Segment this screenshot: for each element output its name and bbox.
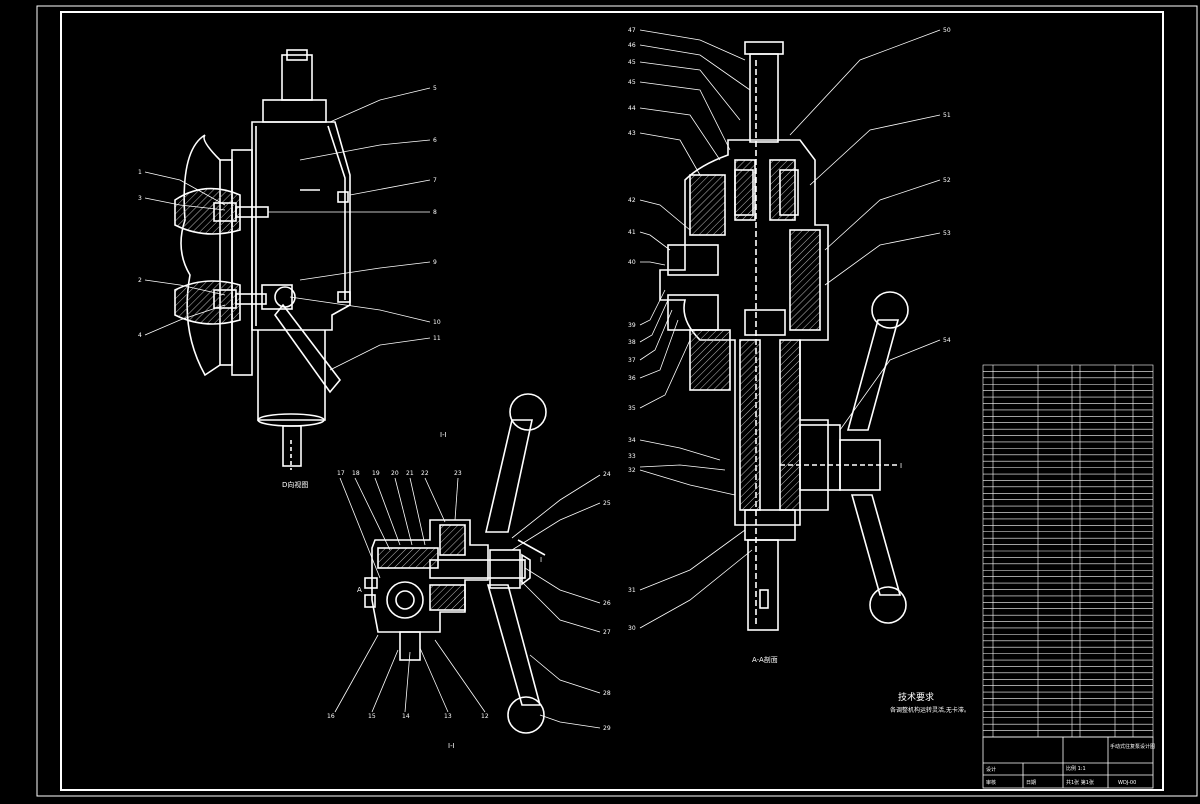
callout-label: 52 <box>943 177 951 184</box>
callout-label: 17 <box>337 470 345 477</box>
right-view-numbers: 47 46 45 45 44 43 42 41 40 39 38 37 36 3… <box>628 27 951 632</box>
callout-label: 13 <box>444 713 452 720</box>
callout-label: 11 <box>433 335 441 342</box>
callout-label: 5 <box>433 85 437 92</box>
callout-label: 33 <box>628 453 636 460</box>
callout-label: 44 <box>628 105 636 112</box>
left-view-label: D向视图 <box>282 480 308 489</box>
left-view-leaders <box>144 87 431 371</box>
title-block <box>982 736 1154 789</box>
tech-req-line: 各调整机构运转灵活,无卡滞。 <box>890 706 970 714</box>
callout-label: 35 <box>628 405 636 412</box>
bottom-view-numbers: 17 18 19 20 21 22 23 24 25 26 27 28 29 1… <box>327 470 611 732</box>
callout-label: 21 <box>406 470 414 477</box>
callout-label: 29 <box>603 725 611 732</box>
callout-label: 30 <box>628 625 636 632</box>
title-drawing-no: WDJ-00 <box>1118 780 1136 786</box>
callout-label: 14 <box>402 713 410 720</box>
callout-label: 2 <box>138 277 142 284</box>
right-view-label: A-A剖面 <box>752 655 778 664</box>
callout-label: 34 <box>628 437 636 444</box>
callout-label: 20 <box>391 470 399 477</box>
callout-label: 24 <box>603 471 611 478</box>
callout-label: 37 <box>628 357 636 364</box>
title-scale: 比例 1:1 <box>1066 765 1086 772</box>
bottom-view-label: I-I <box>448 742 455 750</box>
callout-label: 19 <box>372 470 380 477</box>
callout-label: 54 <box>943 337 951 344</box>
title-date: 日期 <box>1026 780 1036 786</box>
callout-label: 40 <box>628 259 636 266</box>
right-view <box>659 41 909 631</box>
callout-label: 26 <box>603 600 611 607</box>
callout-label: 10 <box>433 319 441 326</box>
callout-label: 50 <box>943 27 951 34</box>
section-marker-a: A <box>357 586 362 594</box>
callout-label: 38 <box>628 339 636 346</box>
callout-label: 23 <box>454 470 462 477</box>
callout-label: 51 <box>943 112 951 119</box>
callout-label: 47 <box>628 27 636 34</box>
title-designer: 设计 <box>986 766 996 773</box>
callout-label: 42 <box>628 197 636 204</box>
callout-label: 22 <box>421 470 429 477</box>
callout-label: 3 <box>138 195 142 202</box>
bom-table <box>982 364 1154 738</box>
left-view <box>174 49 351 470</box>
callout-label: 53 <box>943 230 951 237</box>
callout-label: 32 <box>628 467 636 474</box>
callout-label: 15 <box>368 713 376 720</box>
bottom-view <box>364 393 547 734</box>
title-drawing-name: 手动式往复泵设计图 <box>1110 743 1155 750</box>
right-view-leaders <box>639 29 941 629</box>
callout-label: 6 <box>433 137 437 144</box>
callout-label: 31 <box>628 587 636 594</box>
bottom-view-leaders <box>334 474 601 729</box>
bottom-view-marker: I-I <box>440 431 447 439</box>
callout-label: 46 <box>628 42 636 49</box>
outer-frame <box>36 5 1198 797</box>
callout-label: 39 <box>628 322 636 329</box>
callout-label: 27 <box>603 629 611 636</box>
title-sheet: 共1张 第1张 <box>1066 779 1094 786</box>
callout-label: 36 <box>628 375 636 382</box>
callout-label: 7 <box>433 177 437 184</box>
callout-label: 16 <box>327 713 335 720</box>
inner-frame <box>60 11 1164 791</box>
left-view-numbers: 5 6 7 8 9 10 11 1 3 2 4 <box>138 85 441 342</box>
callout-label: 9 <box>433 259 437 266</box>
callout-label: 43 <box>628 130 636 137</box>
callout-label: 28 <box>603 690 611 697</box>
callout-label: 12 <box>481 713 489 720</box>
callout-label: 4 <box>138 332 142 339</box>
callout-label: 25 <box>603 500 611 507</box>
callout-label: 41 <box>628 229 636 236</box>
callout-label: 45 <box>628 59 636 66</box>
callout-label: 18 <box>352 470 360 477</box>
right-section-marker: I <box>900 462 902 470</box>
title-checker: 审核 <box>986 779 996 786</box>
section-marker-i: I <box>540 556 542 564</box>
callout-label: 45 <box>628 79 636 86</box>
callout-label: 8 <box>433 209 437 216</box>
tech-req-title: 技术要求 <box>898 691 934 703</box>
callout-label: 1 <box>138 169 142 176</box>
